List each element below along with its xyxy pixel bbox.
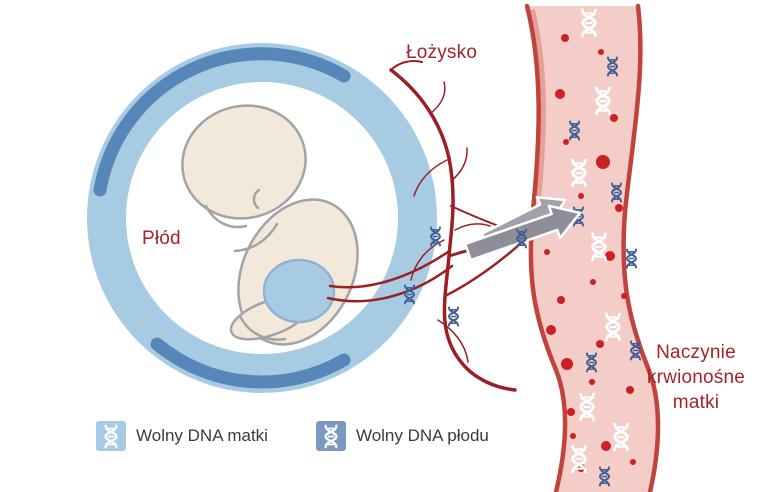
womb-accent-crescents — [93, 47, 351, 389]
maternal-blood-vessel — [524, 3, 661, 492]
fetal-dna-icon — [315, 421, 346, 451]
fetus-belly-sac — [262, 258, 336, 324]
legend-label-maternal: Wolny DNA matki — [136, 426, 268, 445]
maternal-dna-icon — [96, 421, 126, 451]
legend: Wolny DNA matki Wolny DNA płodu — [96, 421, 489, 451]
vessel-walls — [524, 3, 661, 492]
umbilical-cord-strand — [326, 264, 454, 303]
fetal-dna-icon — [448, 306, 459, 327]
fetus-ear-line — [252, 188, 261, 210]
vessel-inner-shading — [527, 9, 546, 201]
maternal-vessel-label: Naczynie krwionośne matki — [646, 342, 746, 413]
fetus-calf-line — [238, 314, 287, 341]
fetus-arm-line — [233, 222, 279, 253]
fetus-jaw-line — [204, 204, 248, 229]
fetal-dna-icon — [626, 248, 637, 269]
fetus-label: Płód — [142, 228, 181, 249]
legend-item-maternal-dna: Wolny DNA matki — [96, 421, 268, 451]
legend-label-fetal: Wolny DNA płodu — [355, 426, 489, 445]
placenta-label: Łożysko — [406, 42, 478, 63]
blood-cells — [544, 34, 636, 472]
umbilical-cord-strand — [328, 250, 450, 289]
legend-item-fetal-dna: Wolny DNA płodu — [315, 421, 489, 451]
fetus-illustration — [181, 104, 359, 346]
womb — [87, 43, 437, 393]
fetus-head — [181, 104, 307, 220]
